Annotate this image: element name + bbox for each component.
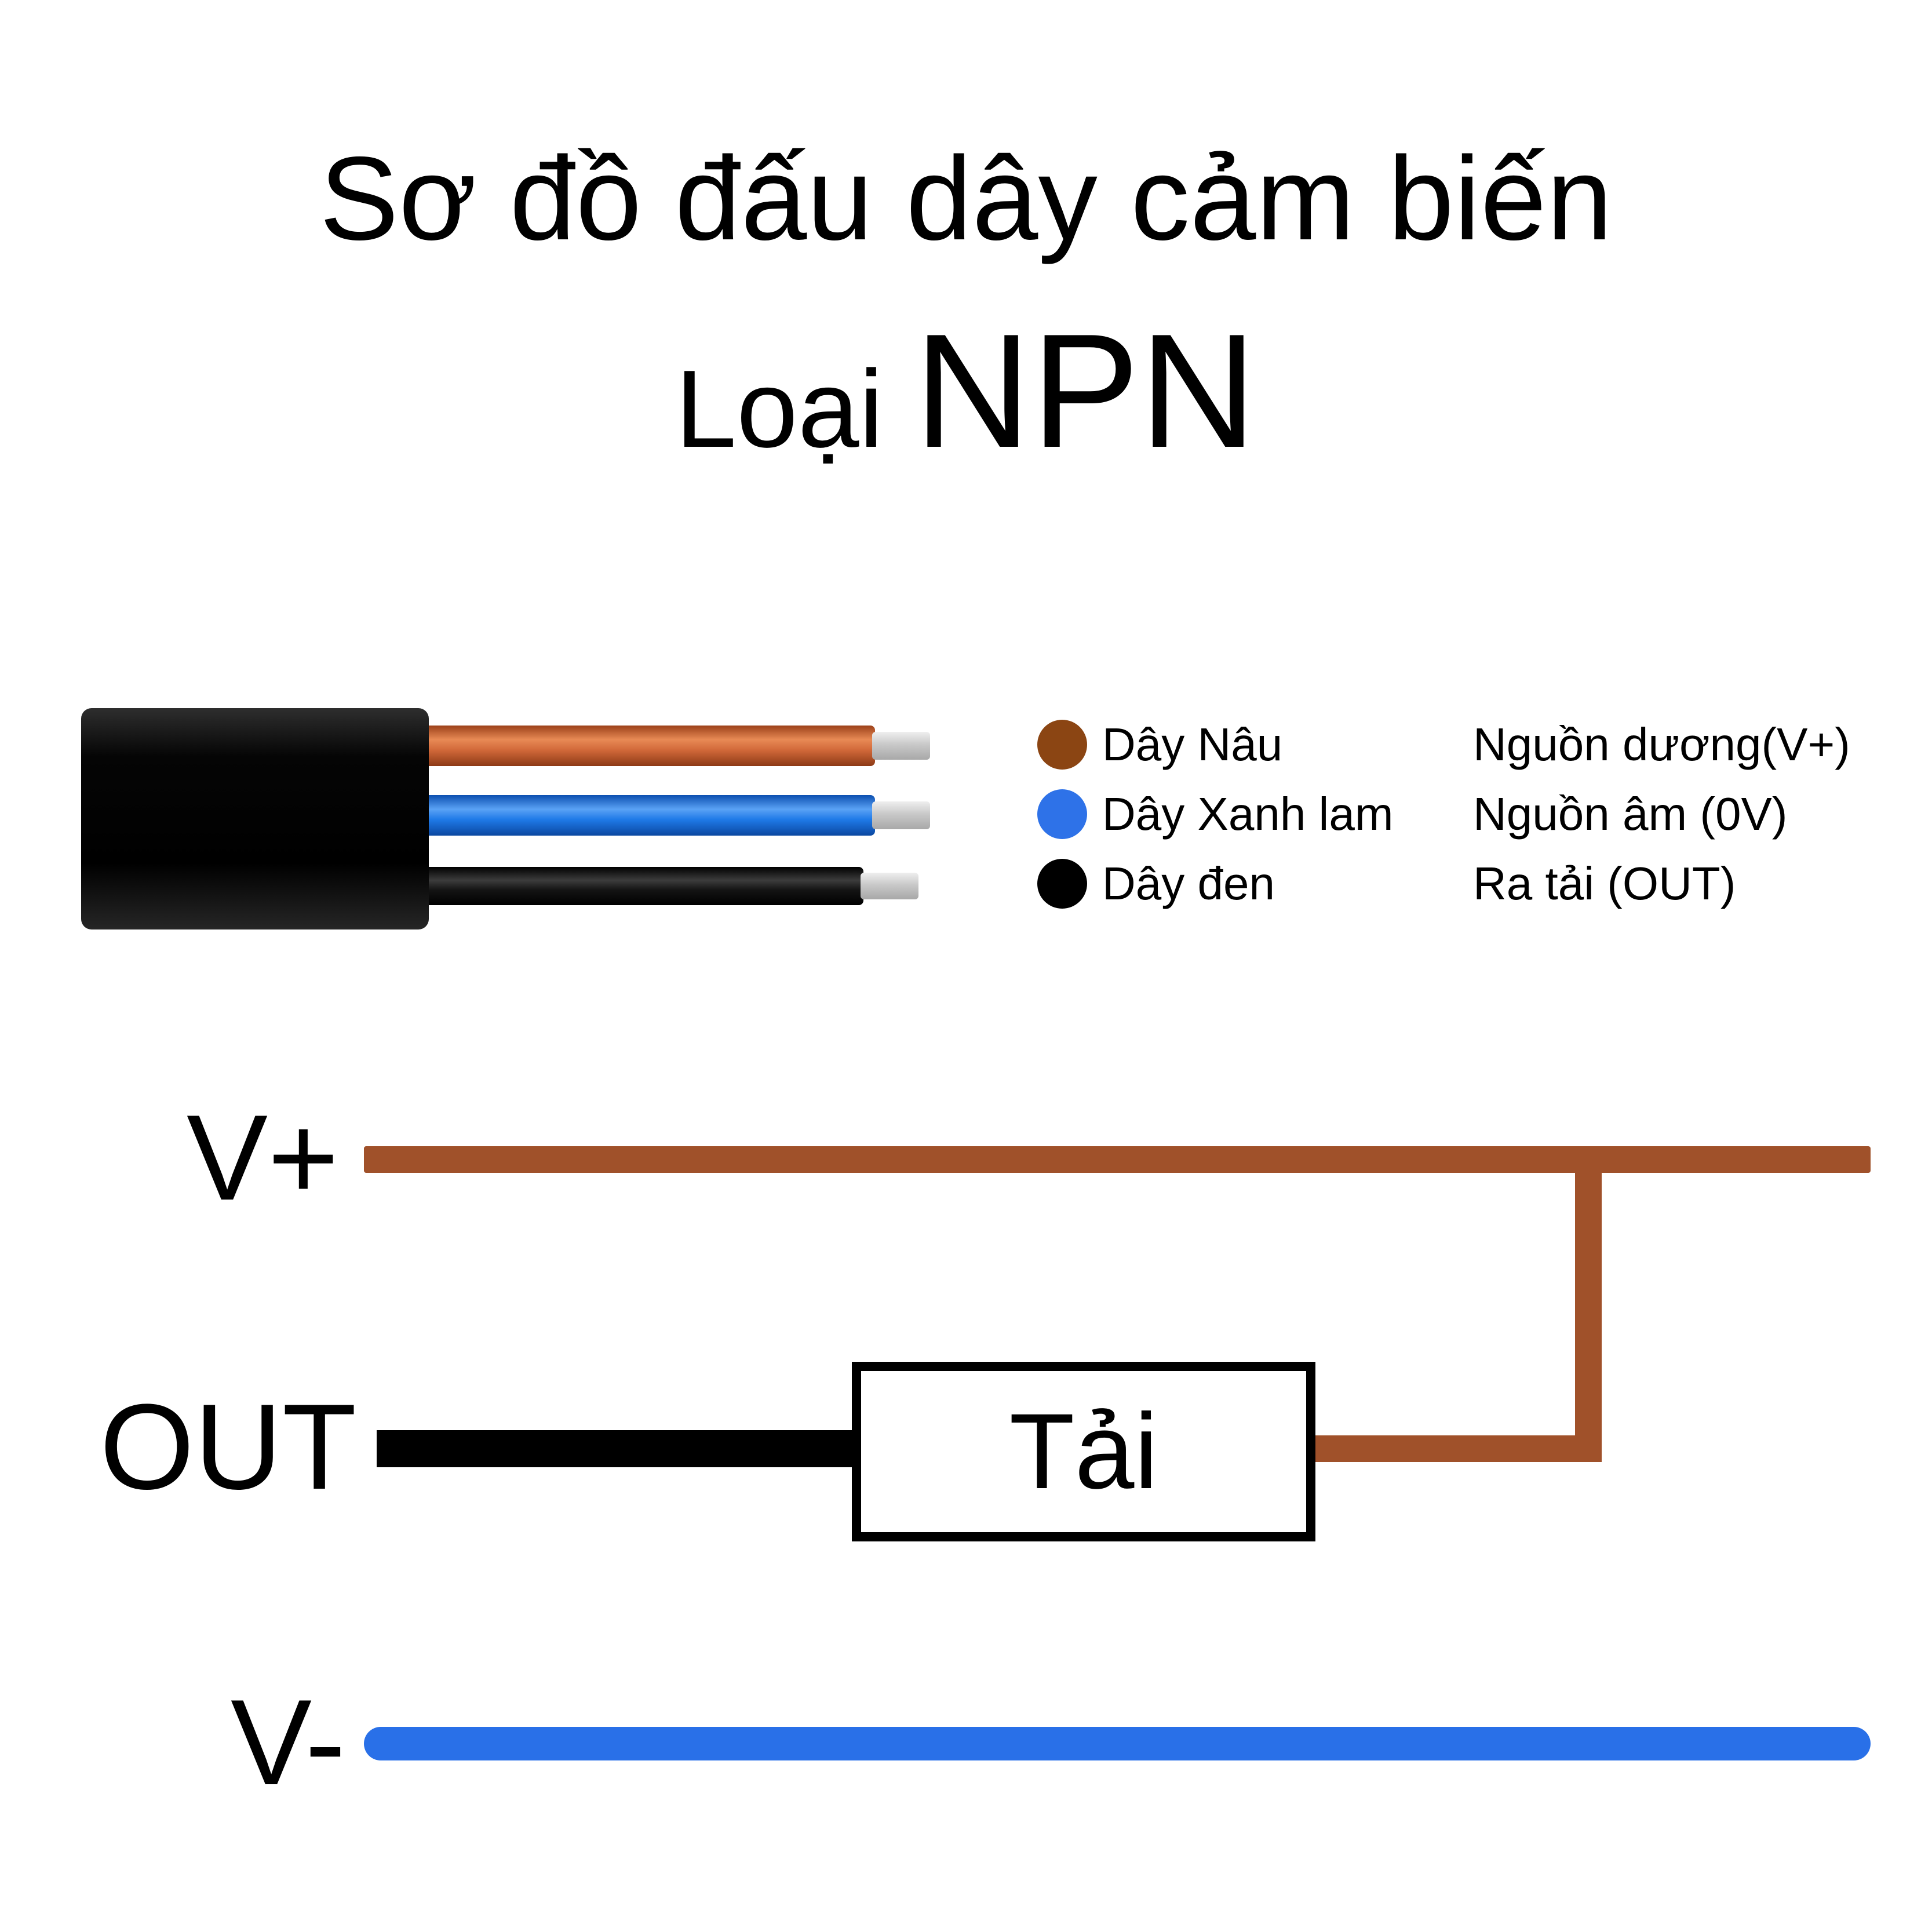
- vminus-label: V-: [231, 1674, 346, 1810]
- black-wire: [417, 867, 863, 905]
- blue-dot-icon: [1037, 789, 1087, 839]
- legend-wire-name: Dây Xanh lam: [1102, 788, 1394, 840]
- brown-wire-tip: [872, 732, 930, 760]
- legend-row-black: Dây đen Ra tải (OUT): [1037, 849, 1878, 918]
- vplus-line-vertical: [1575, 1146, 1602, 1462]
- page-title: Sơ đồ đấu dây cảm biến: [319, 132, 1613, 265]
- legend-wire-name: Dây Nâu: [1102, 719, 1283, 770]
- legend-function: Nguồn dương(V+): [1473, 719, 1850, 770]
- brown-wire: [417, 726, 875, 766]
- subtitle-prefix: Loại: [675, 348, 884, 471]
- out-line: [377, 1430, 858, 1467]
- vplus-line-horizontal: [364, 1146, 1871, 1173]
- legend-row-blue: Dây Xanh lam Nguồn âm (0V): [1037, 779, 1878, 849]
- load-box: Tải: [852, 1362, 1315, 1541]
- vplus-label: V+: [187, 1089, 339, 1226]
- vplus-line-to-load: [1313, 1435, 1602, 1462]
- vminus-line: [364, 1727, 1871, 1760]
- legend-function: Ra tải (OUT): [1473, 858, 1736, 909]
- brown-dot-icon: [1037, 720, 1087, 770]
- black-dot-icon: [1037, 859, 1087, 909]
- legend-row-brown: Dây Nâu Nguồn dương(V+): [1037, 710, 1878, 779]
- cable-sheath: [81, 708, 429, 929]
- page-subtitle: Loại NPN: [0, 290, 1932, 493]
- out-label: OUT: [100, 1379, 357, 1515]
- load-label: Tải: [1009, 1391, 1158, 1511]
- wire-legend: Dây Nâu Nguồn dương(V+) Dây Xanh lam Ngu…: [1037, 710, 1878, 918]
- blue-wire: [417, 795, 875, 836]
- black-wire-tip: [861, 873, 918, 899]
- legend-function: Nguồn âm (0V): [1473, 788, 1788, 840]
- sensor-type-label: NPN: [914, 301, 1257, 482]
- legend-wire-name: Dây đen: [1102, 858, 1275, 909]
- blue-wire-tip: [872, 801, 930, 829]
